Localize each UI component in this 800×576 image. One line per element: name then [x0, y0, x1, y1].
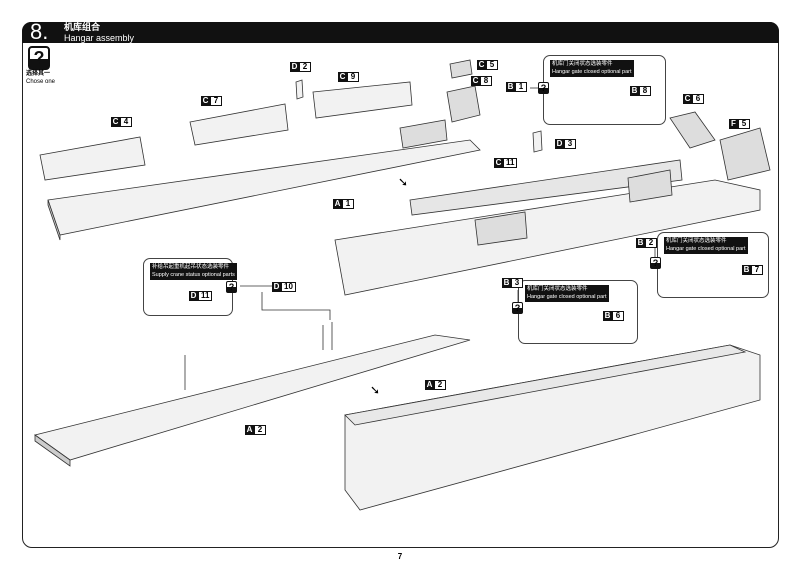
part-c7	[189, 103, 289, 146]
question-icon: ?	[650, 257, 661, 269]
step-title-en: Hangar assembly	[64, 32, 135, 43]
choose-one-cn: 选择其一	[26, 71, 51, 77]
hull-deck	[344, 344, 747, 426]
part-c8	[446, 85, 481, 123]
part-f5	[719, 127, 771, 181]
step-header: 8. 机库组合 Hangar assembly	[22, 19, 779, 44]
arrow-icon: ➘	[398, 175, 409, 189]
step-number: 8.	[30, 19, 49, 44]
part-b3-gate	[474, 211, 528, 246]
part-c11	[409, 159, 683, 216]
leader-line	[261, 292, 331, 320]
part-b1-gate	[399, 119, 448, 149]
deck-edge	[47, 199, 61, 241]
part-c9	[312, 81, 413, 119]
part-c6	[669, 111, 716, 149]
part-c4	[39, 136, 146, 181]
deck-edge	[34, 434, 71, 467]
step-title-cn: 机库组合	[64, 22, 101, 32]
question-icon: ?	[28, 46, 50, 70]
part-a2-hull-right	[344, 344, 761, 511]
part-c5	[449, 59, 473, 79]
part-d2	[295, 79, 304, 100]
part-b2-gate	[627, 169, 673, 203]
choose-one-en: Chose one	[26, 79, 56, 85]
page-number: 7	[397, 552, 403, 561]
question-icon: ?	[512, 302, 523, 314]
question-icon: ?	[226, 281, 237, 293]
part-d3	[532, 130, 543, 153]
arrow-icon: ➘	[370, 383, 381, 397]
question-icon: ?	[538, 82, 549, 94]
